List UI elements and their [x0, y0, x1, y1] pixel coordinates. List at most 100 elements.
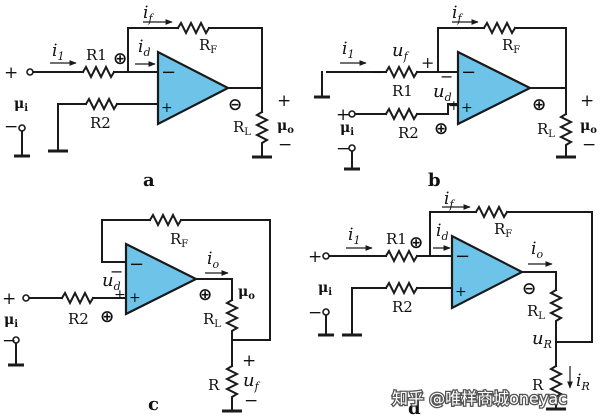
- resistor-r: [224, 364, 240, 400]
- input-minus-sign: −: [308, 303, 322, 323]
- circuit-label: a: [143, 170, 155, 191]
- current-id-label: id: [138, 37, 150, 59]
- rl-label: RL: [527, 302, 545, 322]
- output-polarity-plus: ⊕: [532, 95, 546, 115]
- output-plus-sign: +: [277, 91, 291, 111]
- current-if-label: if: [452, 3, 463, 25]
- current-io-label: io: [207, 249, 219, 271]
- ud-minus-sign: −: [110, 262, 123, 281]
- current-i1-label: i1: [342, 39, 354, 61]
- uf-plus-sign: +: [242, 351, 256, 371]
- output-polarity-minus: ⊖: [522, 279, 536, 299]
- feedback-right-wire: [180, 219, 271, 341]
- input-plus-sign: +: [2, 289, 16, 309]
- opamp-triangle: [456, 50, 533, 126]
- output-polarity-minus: ⊖: [228, 95, 242, 115]
- output-plus-sign: +: [580, 91, 594, 111]
- ud-plus-sign: +: [114, 287, 126, 303]
- ud-minus-sign: −: [440, 67, 453, 86]
- rf-label: RF: [199, 36, 217, 56]
- uf-minus-sign: −: [244, 391, 258, 411]
- current-id-label: id: [436, 221, 448, 243]
- output-minus-sign: −: [278, 135, 292, 155]
- resistor-r2: [60, 290, 95, 306]
- r-label: R: [208, 376, 220, 394]
- noninverting-input-sign: +: [161, 100, 173, 116]
- input-voltage-label: μi: [318, 280, 332, 298]
- ud-plus-sign: +: [448, 98, 460, 114]
- opamp-triangle: [124, 242, 199, 316]
- rl-label: RL: [203, 310, 221, 330]
- input-terminal: [322, 252, 330, 260]
- resistor-r2: [384, 106, 419, 122]
- opamp-triangle: [156, 50, 231, 126]
- input-terminal: [348, 144, 356, 152]
- r2-label: R2: [392, 298, 413, 316]
- r2-label: R2: [90, 114, 111, 132]
- rf-label: RF: [170, 230, 188, 250]
- feedback-left-wire: [437, 27, 485, 73]
- uf-label: uf: [243, 370, 261, 393]
- current-io-label: io: [531, 239, 543, 261]
- resistor-rf: [176, 20, 211, 36]
- resistor-r: [548, 364, 564, 400]
- output-voltage-label: μo: [277, 118, 294, 136]
- ud-label: ud: [433, 81, 452, 104]
- noninverting-input-sign: +: [455, 284, 467, 300]
- input-plus-sign: +: [308, 247, 322, 267]
- resistor-rf: [482, 20, 517, 36]
- node-polarity-plus: ⊕: [113, 49, 127, 69]
- rf-label: RF: [494, 220, 512, 240]
- resistor-rl: [558, 112, 574, 148]
- inverting-input-sign: −: [455, 246, 470, 267]
- resistor-r1: [81, 64, 116, 80]
- feedback-left-wire: [127, 27, 179, 73]
- watermark: 知乎 @唯样商城oneyac: [391, 388, 569, 410]
- input-terminal: [12, 336, 20, 344]
- circuit-d: − + if i1 id io R1 ⊕ RF R2 RL R ⊖ uR iR …: [308, 189, 593, 419]
- noninverting-input-sign: +: [461, 100, 473, 116]
- rl-label: RL: [233, 118, 251, 138]
- output-wire: [521, 271, 557, 291]
- watermark-text: 知乎 @唯样商城oneyac: [392, 389, 567, 408]
- resistor-rf: [474, 204, 509, 220]
- resistor-rl: [548, 288, 564, 324]
- current-i1-label: i1: [52, 41, 64, 63]
- circuit-b: − + if i1 uf − + R1 − ud + ⊕ RF R2 RL ⊕ …: [314, 3, 597, 191]
- rf-label: RF: [502, 36, 520, 56]
- input-minus-sign: −: [2, 331, 16, 351]
- noninverting-input-sign: +: [129, 290, 141, 306]
- circuit-label: b: [428, 170, 441, 191]
- resistor-r2: [384, 280, 419, 296]
- circuit-label: d: [408, 398, 421, 419]
- r2-label: R2: [68, 310, 89, 328]
- input-plus-sign: +: [4, 63, 18, 83]
- r1-label: R1: [386, 230, 407, 248]
- circuit-a: − + if i1 id R1 ⊕ RF R2 RL ⊖ + − μi + μo…: [4, 3, 294, 191]
- current-if-label: if: [444, 189, 455, 211]
- input-voltage-label: μi: [14, 96, 28, 114]
- feedback-right-wire: [208, 27, 263, 89]
- circuit-label: c: [148, 394, 159, 415]
- uf-plus-sign: +: [421, 53, 434, 72]
- input-minus-sign: −: [4, 117, 18, 137]
- feedback-left-wire: [429, 211, 477, 257]
- r2-to-noninverting-wire: [416, 103, 459, 115]
- input-terminal: [22, 294, 30, 302]
- input-plus-sign: +: [336, 105, 350, 125]
- output-voltage-label: μo: [238, 284, 255, 302]
- resistor-rl: [224, 298, 240, 334]
- r1-label: R1: [86, 46, 107, 64]
- uf-label: uf: [392, 40, 410, 63]
- output-minus-sign: −: [582, 135, 596, 155]
- ud-label: ud: [102, 270, 121, 293]
- output-voltage-label: μo: [580, 118, 597, 136]
- ur-label: uR: [532, 328, 552, 351]
- r-label: R: [532, 376, 544, 394]
- input-minus-sign: −: [336, 139, 350, 159]
- input-terminal: [18, 124, 26, 132]
- node-polarity-plus: ⊕: [409, 233, 423, 253]
- inverting-input-sign: −: [161, 62, 176, 83]
- resistor-r1: [384, 64, 419, 80]
